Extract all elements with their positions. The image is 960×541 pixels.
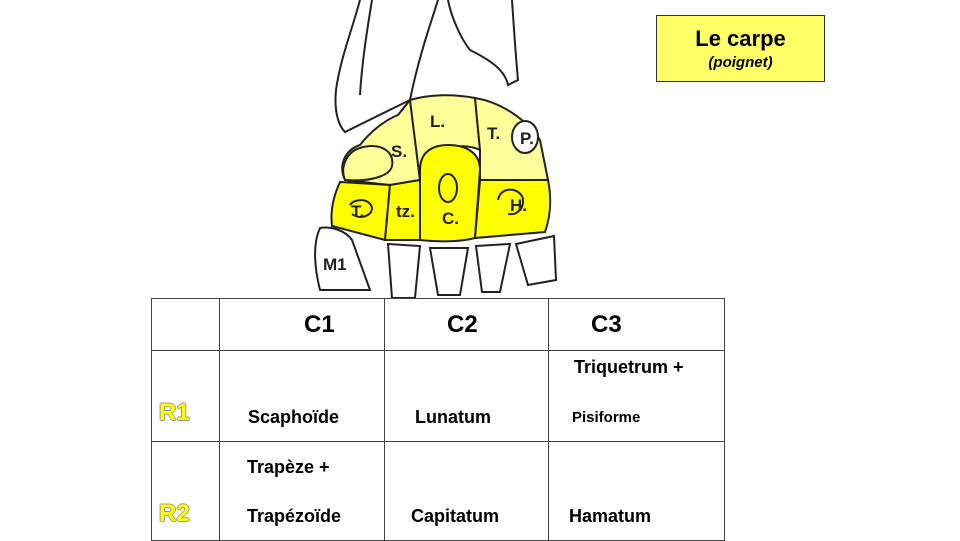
capitatum-shape	[419, 143, 482, 243]
metacarpals	[314, 226, 558, 299]
cell-trapezoide: Trapézoïde	[247, 506, 342, 526]
distal-row	[330, 143, 552, 243]
row-label-cell: R1	[151, 350, 220, 442]
column-label-c2: C2	[447, 311, 478, 338]
cell-lunatum: Lunatum	[415, 407, 491, 427]
row-label-cell: R2	[151, 441, 220, 541]
label-metacarpal-1: M1	[323, 255, 347, 274]
carpal-table: C1 C2 C3 R1 Scaphoïde Lunatum Triquetrum…	[151, 298, 725, 541]
scaphoide-tubercle	[342, 145, 394, 182]
header-cell-c1: C1	[219, 298, 385, 351]
cell-scaphoide: Scaphoïde	[248, 407, 340, 427]
cell-hamatum: Hamatum	[569, 506, 652, 526]
corner-cell	[151, 298, 220, 351]
table-cell: Capitatum	[384, 441, 549, 541]
table-cell: Scaphoïde	[219, 350, 385, 442]
metacarpal-2-shape	[386, 242, 422, 299]
metacarpal-5-shape	[514, 234, 558, 287]
row-label-r2: R2	[159, 500, 190, 527]
row-label-r1: R1	[159, 399, 190, 426]
cell-triquetrum: Triquetrum +	[574, 357, 684, 377]
cell-pisiforme: Pisiforme	[572, 409, 641, 426]
proximal-row	[341, 94, 550, 187]
label-trapezoide: tz.	[396, 202, 415, 221]
forearm-bones	[334, 0, 520, 134]
header-cell-c2: C2	[384, 298, 549, 351]
header-cell-c3: C3	[548, 298, 725, 351]
radius-outline	[334, 0, 439, 134]
ulna-outline	[447, 0, 520, 87]
cell-trapeze: Trapèze +	[247, 457, 330, 477]
table-cell: Triquetrum + Pisiforme	[548, 350, 725, 442]
column-label-c3: C3	[591, 311, 622, 338]
hamatum-hook	[497, 188, 524, 216]
label-capitatum: C.	[442, 209, 459, 228]
label-hamatum: H.	[510, 196, 527, 215]
radius-inner-line	[359, 0, 373, 96]
metacarpal-3-shape	[428, 247, 470, 296]
table-row: R1 Scaphoïde Lunatum Triquetrum + Pisifo…	[151, 350, 725, 442]
table-cell: Trapèze + Trapézoïde	[219, 441, 385, 541]
trapeze-shape	[330, 180, 392, 242]
label-triquetrum: T.	[487, 124, 500, 143]
capitatum-inner-shape	[438, 173, 458, 203]
label-scaphoide: S.	[391, 142, 407, 161]
table-header-row: C1 C2 C3	[151, 298, 725, 351]
table-cell: Hamatum	[548, 441, 725, 541]
trapeze-tubercle	[349, 199, 374, 218]
title-box: Le carpe (poignet)	[656, 15, 825, 82]
pisiforme-shape	[511, 120, 539, 154]
metacarpal-1-shape	[314, 226, 372, 291]
label-pisiforme: P.	[520, 129, 534, 148]
subtitle-text: (poignet)	[708, 54, 773, 71]
title-text: Le carpe	[695, 26, 786, 51]
table-cell: Lunatum	[384, 350, 549, 442]
label-trapeze: T.	[351, 202, 364, 221]
cell-capitatum: Capitatum	[411, 506, 500, 526]
hamatum-shape	[473, 179, 552, 240]
table-row: R2 Trapèze + Trapézoïde Capitatum Hamatu…	[151, 441, 725, 541]
metacarpal-4-shape	[474, 242, 512, 293]
label-lunatum: L.	[430, 112, 445, 131]
column-label-c1: C1	[304, 311, 335, 338]
